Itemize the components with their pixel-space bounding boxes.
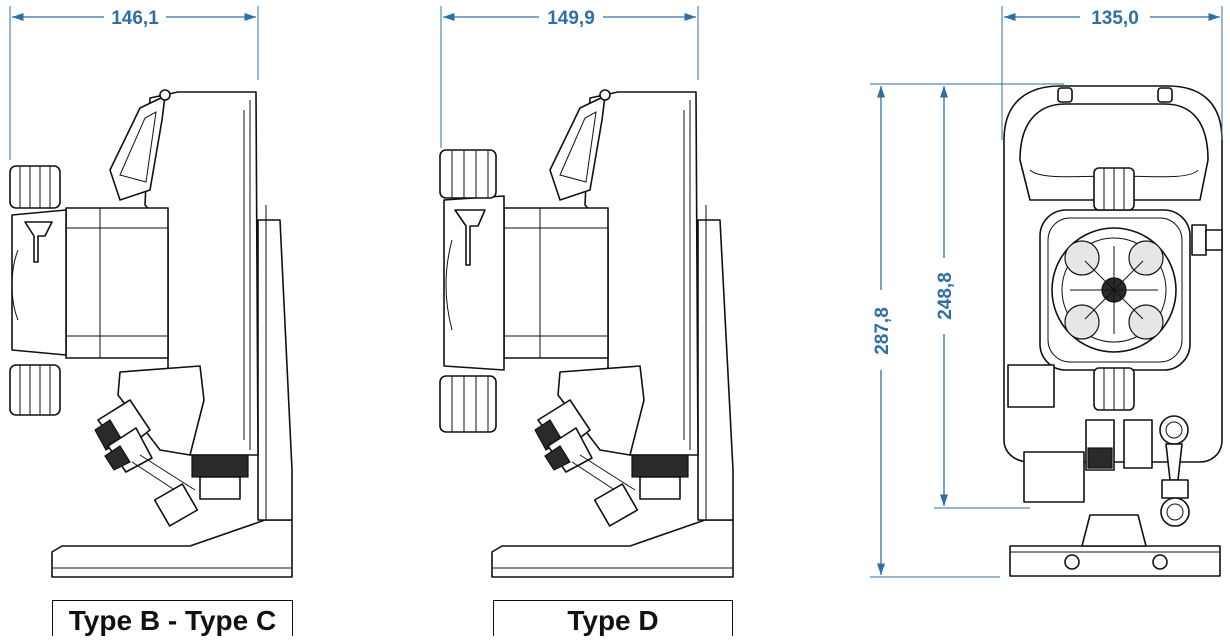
dim-label-type-bc: 146,1	[111, 8, 159, 29]
dimension-type-d-width: 149,9	[440, 6, 699, 148]
dim-label-body-height: 248,8	[935, 272, 956, 320]
dim-label-front-width: 135,0	[1091, 8, 1139, 29]
type-d-label: Type D	[493, 600, 733, 636]
front-view	[1003, 85, 1223, 577]
side-view-type-d	[439, 89, 734, 578]
dim-label-type-d: 149,9	[547, 8, 595, 29]
dimension-type-bc-width: 146,1	[9, 6, 259, 160]
dimension-overall-height: 287,8	[870, 83, 1064, 578]
side-view-type-bc	[9, 89, 293, 578]
dimension-front-width: 135,0	[1001, 6, 1223, 140]
dim-label-overall-height: 287,8	[872, 307, 893, 355]
type-bc-label: Type B - Type C	[52, 600, 293, 636]
dimension-body-height: 248,8	[934, 83, 1030, 509]
